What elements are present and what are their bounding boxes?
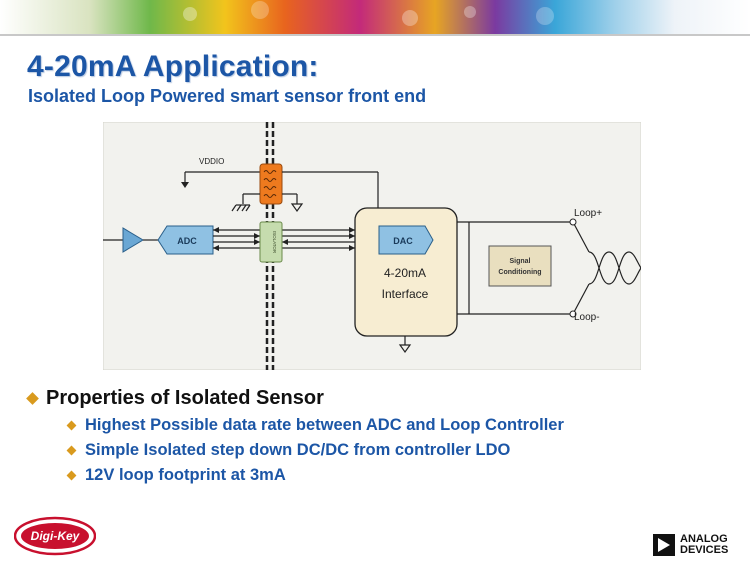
loop-plus-terminal-icon — [569, 218, 577, 226]
analog-devices-logo-text: ANALOG DEVICES — [680, 534, 728, 556]
power-wire — [242, 171, 379, 208]
transformer-block — [259, 163, 283, 205]
adc-block — [157, 225, 214, 255]
sub-bullet-text: 12V loop footprint at 3mA — [85, 466, 286, 484]
loop-wires — [457, 221, 590, 315]
sub-bullet: 12V loop footprint at 3mA — [28, 466, 564, 485]
signal-label-line2: Conditioning — [498, 269, 541, 276]
sub-bullet-text: Simple Isolated step down DC/DC from con… — [85, 441, 511, 459]
signal-conditioning-block — [488, 245, 552, 287]
page-subtitle: Isolated Loop Powered smart sensor front… — [28, 86, 427, 106]
data-arrows — [213, 227, 355, 251]
loop-plus-label: Loop+ — [574, 208, 602, 219]
analog-devices-logo-icon — [653, 534, 675, 556]
dac-label: DAC — [393, 236, 413, 246]
isolation-barrier — [265, 122, 275, 370]
interface-label-line1: 4-20mA — [384, 266, 426, 280]
vdd-arrow-icon — [181, 182, 189, 188]
analog-logo-line1: ANALOG — [680, 533, 728, 545]
sub-bullet: Simple Isolated step down DC/DC from con… — [28, 441, 564, 460]
data-bus — [213, 229, 355, 249]
digikey-logo: Digi-Key — [14, 516, 96, 556]
header-banner — [0, 0, 750, 36]
amplifier-icon — [122, 227, 144, 253]
diamond-bullet-icon — [66, 420, 77, 431]
sub-bullet: Highest Possible data rate between ADC a… — [28, 416, 564, 435]
interface-label-line2: Interface — [382, 287, 429, 301]
analog-logo-line2: DEVICES — [680, 544, 729, 556]
twisted-pair-icon — [588, 251, 641, 285]
dac-block — [378, 225, 434, 255]
vdd-label: VDDIO — [199, 157, 224, 166]
diamond-bullet-icon — [66, 470, 77, 481]
main-bullet: Properties of Isolated Sensor — [26, 387, 564, 410]
diamond-bullet-icon — [66, 445, 77, 456]
adc-label: ADC — [177, 236, 197, 246]
main-bullet-text: Properties of Isolated Sensor — [46, 387, 324, 409]
digikey-logo-text: Digi-Key — [31, 529, 81, 543]
bullet-list: Properties of Isolated Sensor Highest Po… — [26, 387, 564, 485]
interface-ground-icon — [398, 344, 412, 354]
loop-minus-label: Loop- — [574, 312, 600, 323]
block-diagram: VDDIO ADC — [103, 122, 641, 370]
signal-label-line1: Signal — [509, 258, 530, 265]
isolator-block — [259, 221, 283, 263]
loop-minus-terminal-icon — [569, 310, 577, 318]
banner-graphic — [0, 0, 750, 36]
sub-bullet-text: Highest Possible data rate between ADC a… — [85, 416, 564, 434]
isolator-label: ISOLATOR — [272, 231, 277, 254]
diamond-bullet-icon — [26, 392, 39, 405]
ground-icon — [231, 204, 251, 212]
page-title: 4-20mA Application: — [27, 50, 319, 83]
ground-triangle-icon — [290, 203, 304, 213]
